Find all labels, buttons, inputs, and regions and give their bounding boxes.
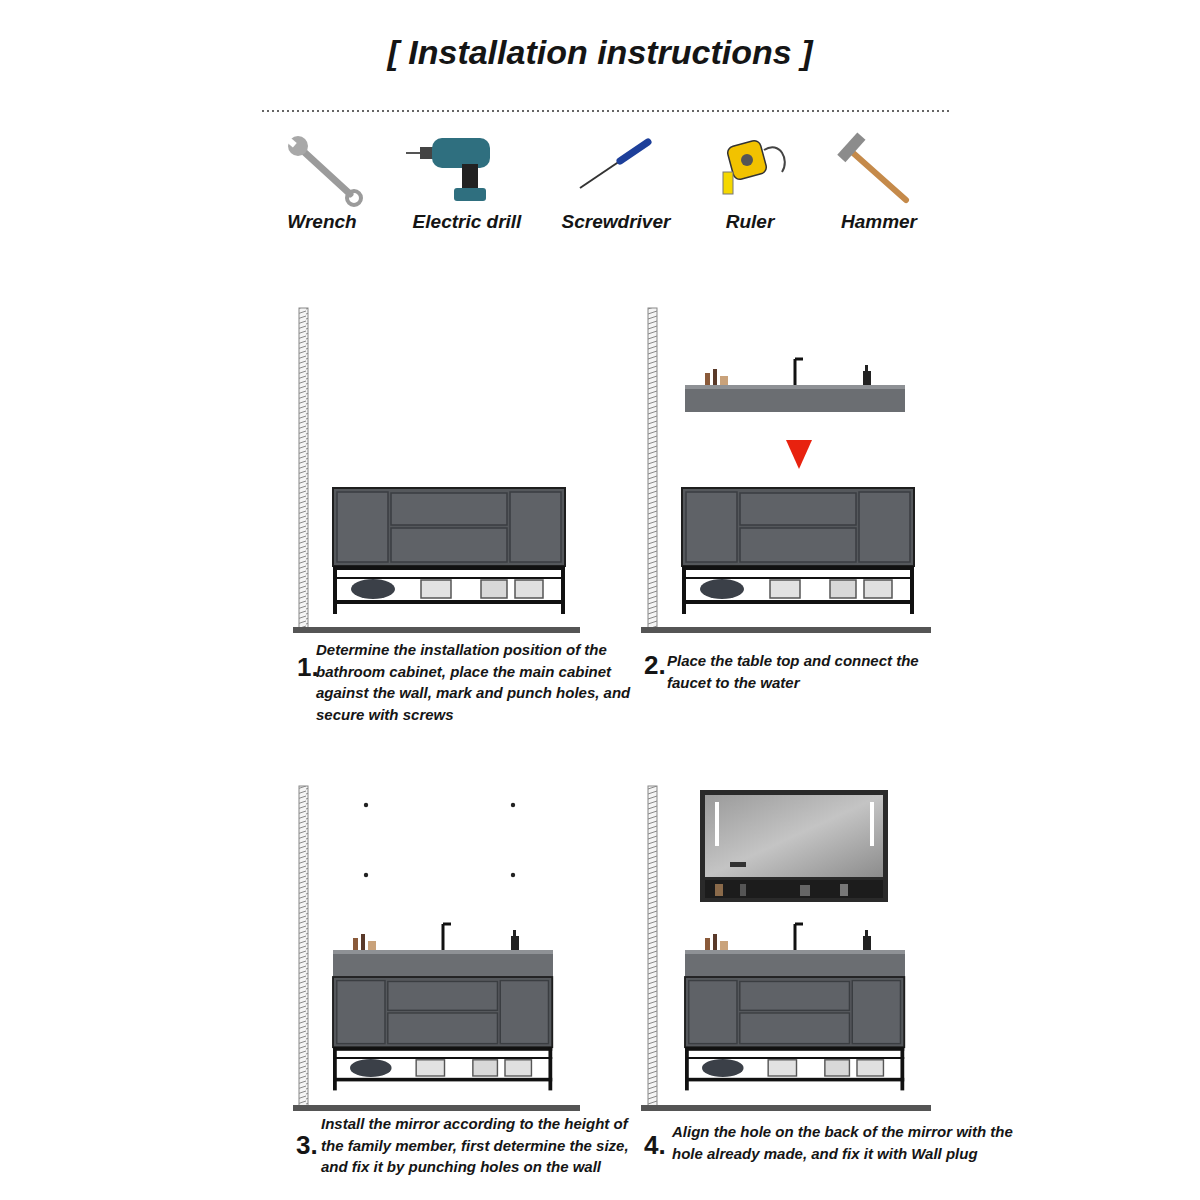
step-3-illustration xyxy=(293,786,580,1111)
tool-name: Hammer xyxy=(841,210,917,234)
tool-name: Ruler xyxy=(726,210,775,234)
page-title: [ Installation instructions ] xyxy=(387,32,812,72)
step-number: 1. xyxy=(297,652,319,682)
screwdriver-icon xyxy=(580,142,648,188)
drill-icon xyxy=(406,138,490,201)
step-number: 3. xyxy=(296,1130,318,1160)
dotted-rule xyxy=(262,110,950,112)
step-number: 4. xyxy=(644,1130,666,1160)
step-text: Determine the installation position of t… xyxy=(316,639,641,725)
step-4-illustration xyxy=(641,786,931,1111)
step-2-illustration xyxy=(641,308,931,633)
step-text: Install the mirror according to the heig… xyxy=(321,1113,631,1178)
tool-name: Electric drill xyxy=(413,210,522,234)
hammer-icon xyxy=(837,133,906,200)
step-text: Place the table top and connect the fauc… xyxy=(667,650,957,693)
tool-name: Screwdriver xyxy=(562,210,671,234)
wrench-icon xyxy=(285,136,361,205)
step-text: Align the hole on the back of the mirror… xyxy=(672,1121,1027,1164)
tape-measure-icon xyxy=(723,139,785,194)
tool-name: Wrench xyxy=(287,210,356,234)
step-number: 2. xyxy=(644,650,666,680)
step-1-illustration xyxy=(293,308,580,633)
